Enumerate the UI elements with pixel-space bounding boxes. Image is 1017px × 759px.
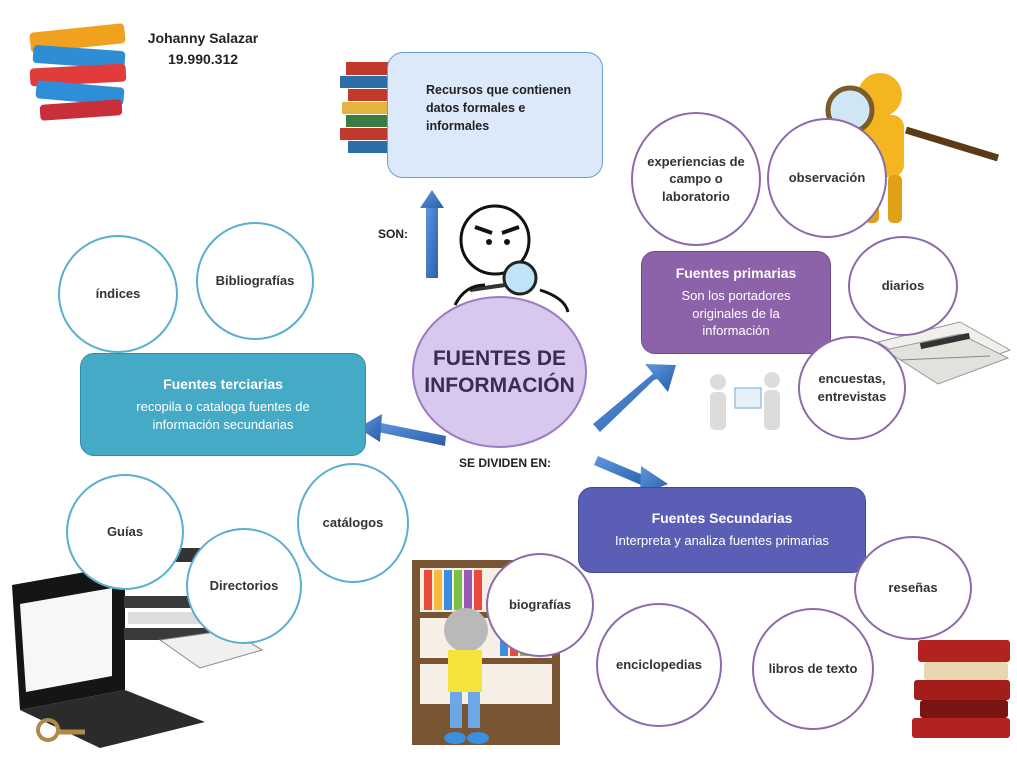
circle-directorios: Directorios bbox=[186, 528, 302, 644]
circle-catalogos: catálogos bbox=[297, 463, 409, 583]
magnifier-figure-icon bbox=[453, 204, 570, 313]
recursos-box: Recursos que contienen datos formales e … bbox=[387, 52, 603, 178]
recursos-text: Recursos que contienen datos formales e … bbox=[426, 83, 572, 134]
se-dividen-label: SE DIVIDEN EN: bbox=[459, 456, 552, 470]
circle-experiencias: experiencias de campo o laboratorio bbox=[631, 112, 761, 246]
center-line-1: FUENTES DE bbox=[432, 346, 566, 370]
arrow-right-up-icon bbox=[593, 364, 676, 432]
circle-guias: Guías bbox=[66, 474, 184, 590]
circle-libros-texto: libros de texto bbox=[752, 608, 874, 730]
circle-bibliografias: Bibliografías bbox=[196, 222, 314, 340]
circle-encuestas: encuestas, entrevistas bbox=[798, 336, 906, 440]
secundarias-box: Fuentes Secundarias Interpreta y analiza… bbox=[578, 487, 866, 573]
circle-indices: índices bbox=[58, 235, 178, 353]
terciarias-box: Fuentes terciarias recopila o cataloga f… bbox=[80, 353, 366, 456]
son-label: SON: bbox=[378, 227, 408, 241]
books-stack-icon bbox=[29, 23, 127, 121]
arrow-left-icon bbox=[358, 414, 446, 446]
primarias-desc: Son los portadores originales de la info… bbox=[681, 288, 791, 339]
author-block: Johanny Salazar 19.990.312 bbox=[128, 28, 278, 70]
primarias-title: Fuentes primarias bbox=[675, 265, 797, 282]
books-bottom-right-icon bbox=[912, 640, 1010, 738]
circle-observacion: observación bbox=[767, 118, 887, 238]
terciarias-title: Fuentes terciarias bbox=[163, 375, 283, 392]
circle-biografias: biografías bbox=[486, 553, 594, 657]
center-line-2: INFORMACIÓN bbox=[424, 374, 575, 397]
circle-resenas: reseñas bbox=[854, 536, 972, 640]
newspaper-icon bbox=[876, 321, 1012, 385]
primarias-box: Fuentes primarias Son los portadores ori… bbox=[641, 251, 831, 354]
secundarias-desc: Interpreta y analiza fuentes primarias bbox=[615, 533, 829, 549]
circle-enciclopedias: enciclopedias bbox=[596, 603, 722, 727]
meeting-figures-icon bbox=[710, 372, 780, 430]
arrow-up-icon bbox=[420, 190, 444, 278]
author-id: 19.990.312 bbox=[167, 51, 239, 67]
terciarias-desc: recopila o cataloga fuentes de informaci… bbox=[136, 398, 310, 432]
author-name: Johanny Salazar bbox=[147, 30, 259, 46]
center-node: FUENTES DE INFORMACIÓN bbox=[412, 296, 587, 448]
circle-diarios: diarios bbox=[848, 236, 958, 336]
secundarias-title: Fuentes Secundarias bbox=[651, 510, 793, 527]
